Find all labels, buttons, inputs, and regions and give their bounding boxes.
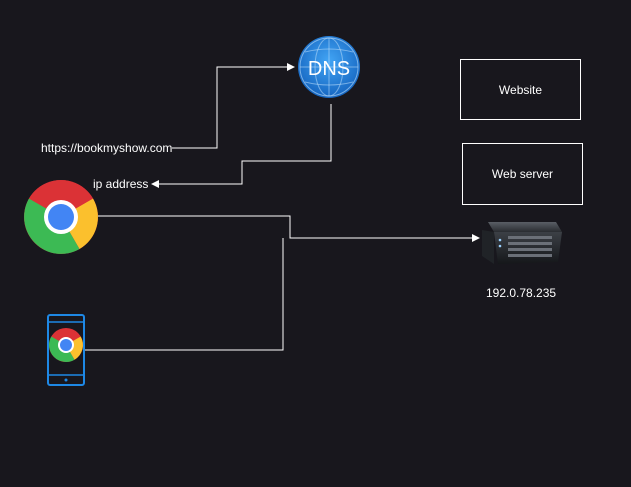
url-to-dns-connector (172, 63, 295, 149)
website-box: Website (460, 59, 581, 120)
ip-address-label: ip address (93, 177, 149, 191)
dns-label: DNS (308, 58, 350, 80)
dns-globe-icon (298, 36, 360, 98)
dns-to-ip-connector (151, 104, 332, 188)
web-server-label: Web server (491, 167, 554, 181)
server-rack-icon (482, 222, 562, 264)
browser-to-server-connector (97, 215, 480, 242)
mobile-phone-chrome-icon (47, 314, 85, 386)
url-label: https://bookmyshow.com (41, 141, 173, 155)
chrome-browser-icon (24, 180, 98, 254)
website-label: Website (498, 82, 543, 97)
mobile-to-server-connector (85, 238, 284, 351)
server-ip-label: 192.0.78.235 (486, 286, 557, 300)
web-server-box: Web server (462, 143, 583, 205)
